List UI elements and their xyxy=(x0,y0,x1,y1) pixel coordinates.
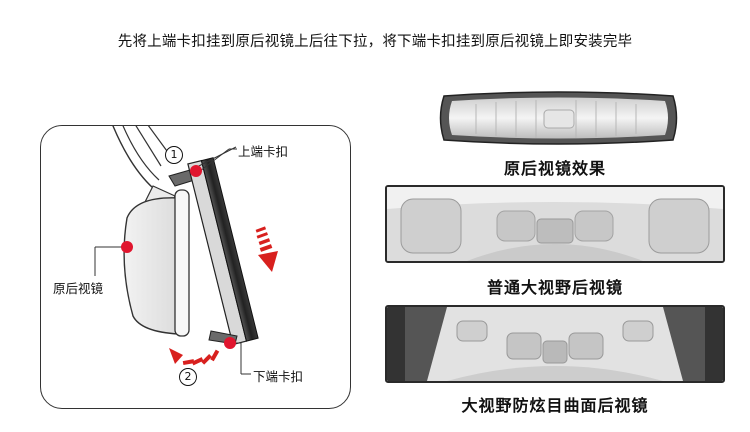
marker-top-clip xyxy=(190,165,202,177)
original-mirror-image xyxy=(436,90,681,146)
installation-illustration xyxy=(94,126,278,375)
label-original-mirror: 原后视镜 xyxy=(53,281,104,296)
installation-diagram: 上端卡扣 原后视镜 下端卡扣 1 2 xyxy=(40,125,351,409)
label-bottom-clip: 下端卡扣 xyxy=(253,369,304,384)
marker-bottom-clip xyxy=(224,337,236,349)
anti-glare-mirror-image xyxy=(385,305,725,383)
normal-wide-mirror-image xyxy=(385,185,725,263)
instruction-headline: 先将上端卡扣挂到原后视镜上后往下拉，将下端卡扣挂到原后视镜上即安装完毕 xyxy=(117,34,633,50)
label-top-clip: 上端卡扣 xyxy=(238,144,289,159)
caption-normal-wide: 普通大视野后视镜 xyxy=(486,278,623,297)
marker-original-mirror xyxy=(121,241,133,253)
caption-original-effect: 原后视镜效果 xyxy=(503,159,606,178)
step-2-badge: 2 xyxy=(179,368,197,386)
step-1-badge: 1 xyxy=(165,146,183,164)
caption-anti-glare: 大视野防炫目曲面后视镜 xyxy=(461,396,649,415)
